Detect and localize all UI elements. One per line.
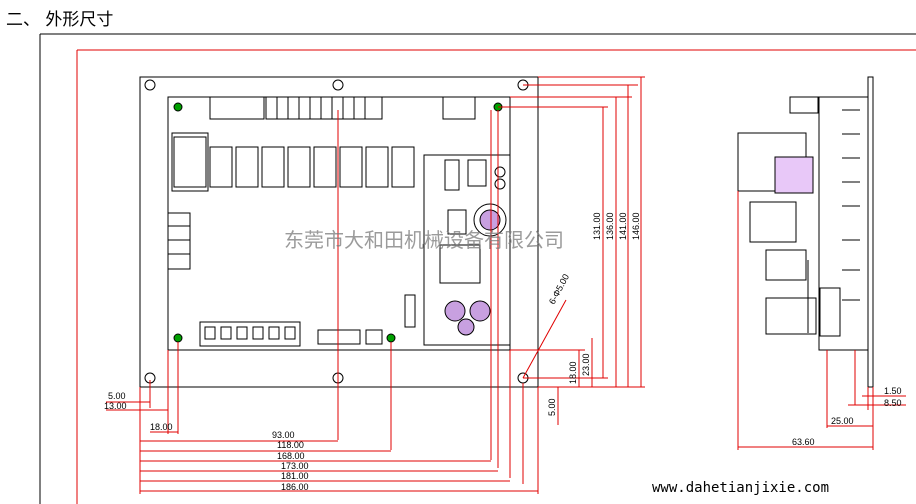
top-connectors	[209, 96, 476, 120]
dim-131: 131.00	[592, 212, 602, 240]
dim-23v: 23.00	[581, 353, 591, 376]
front-dimension-lines	[106, 76, 645, 494]
dim-18v: 18.00	[568, 361, 578, 384]
dim-13: 13.00	[104, 401, 127, 411]
website-text: www.dahetianjixie.com	[652, 480, 829, 496]
side-view	[737, 76, 874, 388]
dim-5: 5.00	[108, 391, 126, 401]
dim-141: 141.00	[618, 212, 628, 240]
dim-5v: 5.00	[547, 398, 557, 416]
hole-note: 6-Φ5.00	[547, 272, 571, 306]
dim-25: 25.00	[831, 416, 854, 426]
relays	[209, 146, 415, 188]
dim-93: 93.00	[272, 430, 295, 440]
dim-8.5: 8.50	[884, 398, 902, 408]
left-components	[167, 132, 209, 270]
dim-1.5: 1.50	[884, 386, 902, 396]
dim-181: 181.00	[281, 471, 309, 481]
dim-168: 168.00	[277, 451, 305, 461]
dim-63.6: 63.60	[792, 437, 815, 447]
dimension-labels: 5.00 13.00 18.00 93.00 118.00 168.00 173…	[104, 212, 902, 492]
dim-146: 146.00	[631, 212, 641, 240]
side-dimension-lines	[737, 191, 906, 450]
dim-136: 136.00	[605, 212, 615, 240]
dim-18: 18.00	[150, 422, 173, 432]
power-components	[404, 159, 507, 336]
terminal-block	[199, 321, 383, 347]
company-watermark: 东莞市大和田机械设备有限公司	[284, 228, 564, 252]
dim-186: 186.00	[281, 482, 309, 492]
dim-173: 173.00	[281, 461, 309, 471]
section-title: 二、 外形尺寸	[6, 10, 114, 30]
power-module	[423, 154, 511, 346]
drawing-frame	[39, 33, 916, 504]
dim-118: 118.00	[277, 440, 304, 450]
mounting-plate	[139, 76, 539, 388]
